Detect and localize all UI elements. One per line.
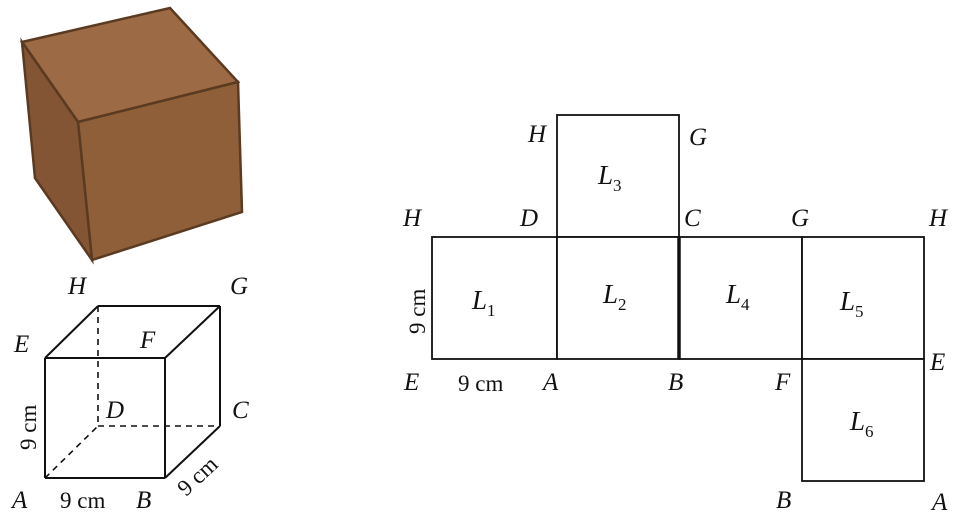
net-vertex-b: B [668, 369, 683, 396]
net-height-label: 9 cm [405, 289, 430, 334]
net-vertex-right-e: E [929, 349, 945, 376]
cube-net: L1 L2 L3 L4 L5 L6 H G H D C G H E A B F … [402, 114, 949, 516]
net-vertex-right-h: H [928, 205, 949, 232]
net-vertex-bottom-b: B [776, 487, 791, 514]
cube-vertex-f: F [139, 327, 156, 354]
net-vertex-bottom-a: A [930, 489, 948, 516]
cube-vertex-b: B [136, 487, 151, 514]
net-square-l2 [556, 236, 680, 360]
face-label-l5: L5 [839, 286, 864, 321]
net-square-l6 [801, 358, 925, 482]
cube-vertex-h: H [67, 273, 88, 300]
net-square-l1 [431, 236, 558, 360]
brown-box-illustration [19, 6, 244, 265]
face-label-l6: L6 [849, 406, 874, 441]
net-vertex-a: A [541, 369, 559, 396]
net-vertex-right-g: G [791, 205, 809, 232]
box-side-face [20, 37, 94, 265]
cube-height-label: 9 cm [16, 405, 41, 450]
net-vertex-c: C [684, 205, 701, 232]
net-square-l3 [556, 114, 680, 238]
net-vertex-f: F [774, 369, 791, 396]
face-label-l4: L4 [725, 279, 750, 314]
cube-depth-label: 9 cm [172, 451, 222, 500]
cube-width-label: 9 cm [60, 488, 105, 513]
cube-vertex-e: E [13, 331, 29, 358]
net-square-l5 [801, 236, 925, 360]
cube-vertex-d: D [105, 397, 124, 424]
wireframe-cube: H G E F D C A B 9 cm 9 cm 9 cm [10, 273, 249, 514]
net-width-label: 9 cm [458, 371, 503, 396]
face-label-l3: L3 [597, 160, 622, 195]
face-label-l1: L1 [471, 285, 496, 320]
cube-vertex-a: A [10, 487, 28, 514]
net-vertex-top-g: G [689, 124, 707, 151]
cube-vertex-g: G [230, 273, 248, 300]
net-vertex-top-h: H [527, 121, 548, 148]
net-vertex-d: D [519, 205, 538, 232]
net-vertex-left-h: H [402, 205, 423, 232]
net-vertex-left-e: E [403, 369, 419, 396]
face-label-l2: L2 [602, 279, 627, 314]
cube-vertex-c: C [232, 397, 249, 424]
net-square-l4 [678, 236, 803, 360]
